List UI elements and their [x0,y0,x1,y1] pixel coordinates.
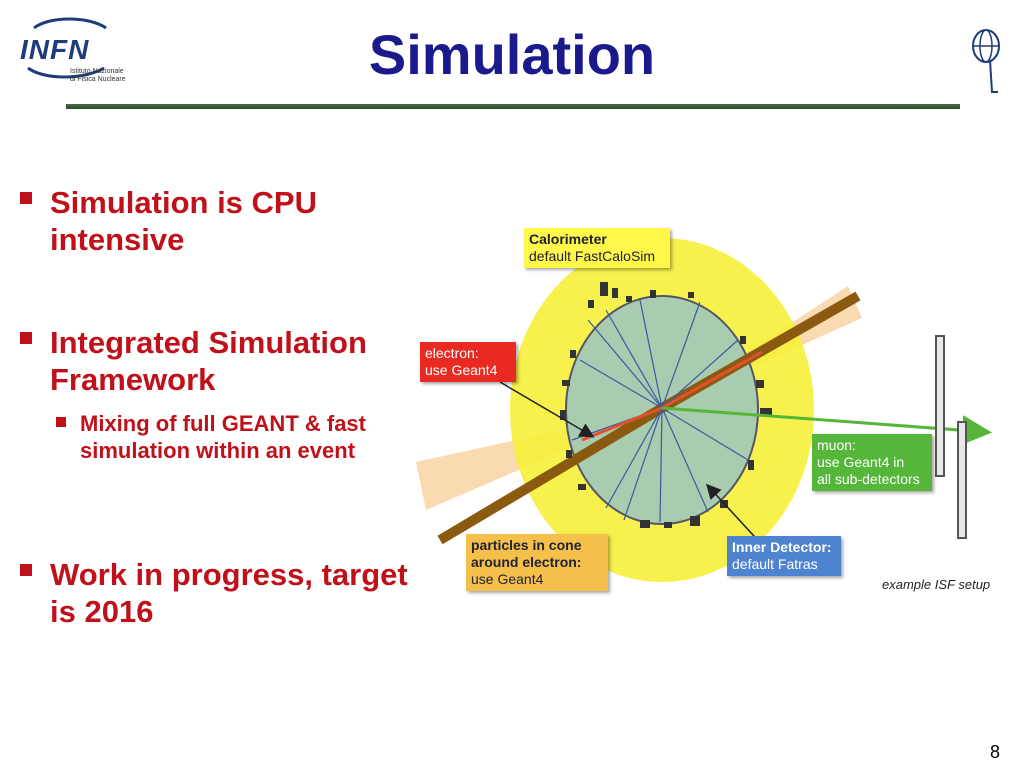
isf-diagram [416,238,992,582]
electron-track [581,406,663,442]
bullet-work-in-progress: Work in progress, target is 2016 [20,556,420,630]
logo-subtitle: Istituto Nazionale di Fisica Nucleare [70,68,126,83]
electron-label: electron: [425,345,479,361]
sub-bullet-text: Mixing of full GEANT & fast simulation w… [80,411,366,463]
muon-chamber-1 [935,335,945,477]
bullet-text: Work in progress, target is 2016 [50,557,408,629]
particles-line-1: particles in cone [471,537,582,553]
atlas-emblem-icon [968,14,1008,96]
jet-left [437,403,665,545]
muon-track [661,406,992,446]
calorimeter-detail: default FastCaloSim [529,248,656,264]
logo-text: INFN [20,34,90,65]
inner-detector-detail: default Fatras [732,556,818,572]
sub-bullet-square-icon [56,417,66,427]
title-divider [66,104,960,109]
inner-detector-label: Inner Detector: [732,539,832,555]
bullet-cpu-intensive: Simulation is CPU intensive [20,184,420,258]
electron-track-out [661,350,763,410]
calorimeter-label-box: Calorimeter default FastCaloSim [524,228,670,268]
calorimeter-deposits [560,282,772,528]
muon-label-box: muon: use Geant4 in all sub-detectors [812,434,932,491]
muon-detail-2: all sub-detectors [817,471,920,487]
muon-label: muon: [817,437,856,453]
electron-label-box: electron: use Geant4 [420,342,516,382]
bullet-square-icon [20,564,32,576]
muon-chamber-2 [957,421,967,539]
particles-detail: use Geant4 [471,571,544,587]
bullet-text: Simulation is CPU intensive [50,185,317,257]
particles-line-2: around electron: [471,554,582,570]
infn-logo: INFN Istituto Nazionale di Fisica Nuclea… [14,14,126,84]
sub-bullet-mixing: Mixing of full GEANT & fast simulation w… [56,410,396,464]
electron-pointer-arrow [499,381,595,438]
page-number: 8 [990,742,1001,762]
bullet-isf: Integrated Simulation Framework [20,324,420,398]
bullet-square-icon [20,332,32,344]
slide-title: Simulation [368,23,656,86]
inner-detector-label-box: Inner Detector: default Fatras [727,536,841,576]
bullet-text: Integrated Simulation Framework [50,325,367,397]
calorimeter-label: Calorimeter [529,231,607,247]
diagram-caption: example ISF setup [882,577,991,592]
electron-detail: use Geant4 [425,362,498,378]
muon-detail-1: use Geant4 in [817,454,905,470]
bullet-square-icon [20,192,32,204]
infn-logo-graphic [27,17,107,79]
particles-cone-label-box: particles in cone around electron: use G… [466,534,608,591]
